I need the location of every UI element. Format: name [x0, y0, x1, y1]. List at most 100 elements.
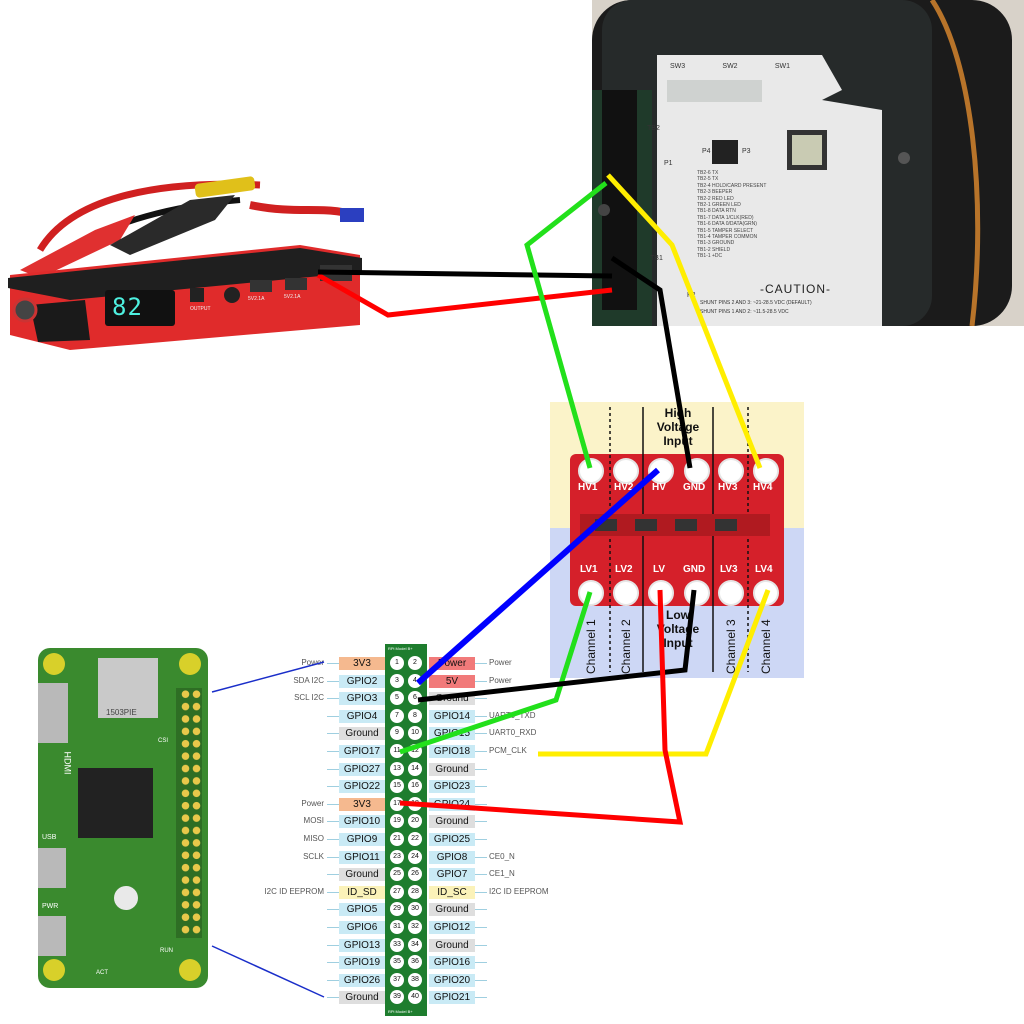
pin-number-odd[interactable]: 1: [390, 656, 404, 670]
pad-lv4[interactable]: [753, 580, 779, 606]
left-leader: [327, 751, 339, 752]
pin-number-odd[interactable]: 35: [390, 955, 404, 970]
right-function: CE0_N: [489, 851, 515, 861]
switch-sw1: SW1: [774, 63, 790, 70]
pad-lv1[interactable]: [578, 580, 604, 606]
pin-number-odd[interactable]: 33: [390, 937, 404, 952]
right-leader: [475, 962, 487, 964]
pad-hv2[interactable]: [613, 458, 639, 484]
right-pin-label: Ground: [429, 815, 475, 829]
pin-number-odd[interactable]: 7: [390, 708, 404, 723]
pin-number-odd[interactable]: 13: [390, 761, 404, 776]
pin-number-even[interactable]: 22: [408, 832, 422, 846]
battery-usb1-label: 5V2.1A: [248, 296, 265, 302]
pad-hv1[interactable]: [578, 458, 604, 484]
left-leader: [327, 979, 339, 981]
left-pin-label: 3V3: [339, 797, 385, 811]
left-pin-label: 3V3: [339, 657, 385, 670]
pi-pwr-mark: PWR: [42, 903, 59, 910]
pin-number-even[interactable]: 24: [408, 849, 422, 864]
pin-number-even[interactable]: 32: [408, 920, 422, 934]
left-function: MISO: [303, 834, 324, 843]
pin-number-even[interactable]: 38: [408, 972, 422, 987]
pad-lv3[interactable]: [718, 580, 744, 606]
pin-number-even[interactable]: 18: [408, 796, 422, 811]
right-pin-label: Power: [429, 657, 475, 670]
pad-lv-gnd[interactable]: [684, 580, 710, 606]
pin-number-even[interactable]: 4: [408, 673, 422, 688]
level-converter: High Voltage Input Low Voltage Input HV1…: [550, 402, 804, 678]
pin-number-even[interactable]: 36: [408, 955, 422, 970]
battery-illustration: [8, 176, 364, 350]
pin-number-odd[interactable]: 15: [390, 779, 404, 794]
right-leader: [475, 751, 487, 752]
left-function: Power: [301, 658, 324, 667]
right-function: CE1_N: [489, 869, 515, 879]
switch-labels: SW3 SW2 SW1: [670, 63, 790, 70]
pin-number-even[interactable]: 6: [408, 691, 422, 706]
block-p3: P3: [742, 148, 751, 155]
left-leader: [327, 698, 339, 700]
left-function: MOSI: [303, 816, 324, 826]
pin-number-odd[interactable]: 9: [390, 726, 404, 741]
left-pin-label: GPIO6: [339, 921, 385, 934]
pin-number-even[interactable]: 10: [408, 726, 422, 741]
pad-label-hv4: HV4: [753, 482, 773, 493]
pin-number-odd[interactable]: 39: [390, 990, 404, 1005]
pad-hv-gnd[interactable]: [684, 458, 710, 484]
pad-lv[interactable]: [648, 580, 674, 606]
pad-label-lv-gnd: GND: [683, 564, 706, 575]
pin-number-even[interactable]: 2: [408, 656, 422, 670]
left-pin-label: GPIO22: [339, 780, 385, 794]
caution-line-2: SHUNT PINS 1 AND 2: ~11.5-28.5 VDC: [700, 309, 789, 315]
left-leader: [327, 944, 339, 946]
right-pin-label: Ground: [429, 762, 475, 776]
pin-number-odd[interactable]: 29: [390, 902, 404, 917]
pad-label-hv1: HV1: [578, 482, 598, 493]
pin-number-odd[interactable]: 11: [390, 744, 404, 758]
left-pin-label: GPIO19: [339, 956, 385, 970]
pin-number-even[interactable]: 26: [408, 867, 422, 882]
right-pin-label: GPIO20: [429, 973, 475, 987]
pin-number-even[interactable]: 14: [408, 761, 422, 776]
pin-number-even[interactable]: 20: [408, 814, 422, 829]
pin-number-odd[interactable]: 21: [390, 832, 404, 846]
right-leader: [475, 927, 487, 928]
pad-hv[interactable]: [648, 458, 674, 484]
pin-number-odd[interactable]: 37: [390, 972, 404, 987]
pad-hv4[interactable]: [753, 458, 779, 484]
pin-number-odd[interactable]: 5: [390, 691, 404, 706]
left-pin-label: GPIO10: [339, 815, 385, 829]
switch-sw3: SW3: [670, 63, 686, 70]
pin-number-even[interactable]: 40: [408, 990, 422, 1005]
right-pin-label: Ground: [429, 692, 475, 706]
pin-number-odd[interactable]: 19: [390, 814, 404, 829]
pin-number-odd[interactable]: 31: [390, 920, 404, 934]
terminal-list: TB2-6 TX TB2-5 TX TB2-4 HOLD/CARD PRESEN…: [697, 170, 767, 260]
pin-number-odd[interactable]: 25: [390, 867, 404, 882]
pin-number-odd[interactable]: 17: [390, 796, 404, 811]
header-bottom-caption: RPi Model B+: [388, 1009, 413, 1014]
pin-number-even[interactable]: 30: [408, 902, 422, 917]
left-pin-label: GPIO3: [339, 692, 385, 706]
pad-lv2[interactable]: [613, 580, 639, 606]
left-pin-label: GPIO4: [339, 709, 385, 723]
pad-hv3[interactable]: [718, 458, 744, 484]
pin-number-even[interactable]: 12: [408, 744, 422, 758]
pin-number-even[interactable]: 34: [408, 937, 422, 952]
pin-number-even[interactable]: 28: [408, 884, 422, 899]
pin-number-odd[interactable]: 27: [390, 884, 404, 899]
pin-number-even[interactable]: 16: [408, 779, 422, 794]
pin-number-odd[interactable]: 3: [390, 673, 404, 688]
pin-number-even[interactable]: 8: [408, 708, 422, 723]
right-function: PCM_CLK: [489, 746, 527, 755]
pi-csi-mark: CSI: [158, 738, 169, 744]
pin-number-odd[interactable]: 23: [390, 849, 404, 864]
right-pin-label: GPIO14: [429, 709, 475, 723]
left-pin-label: Ground: [339, 868, 385, 882]
pad-label-lv1: LV1: [580, 564, 598, 575]
